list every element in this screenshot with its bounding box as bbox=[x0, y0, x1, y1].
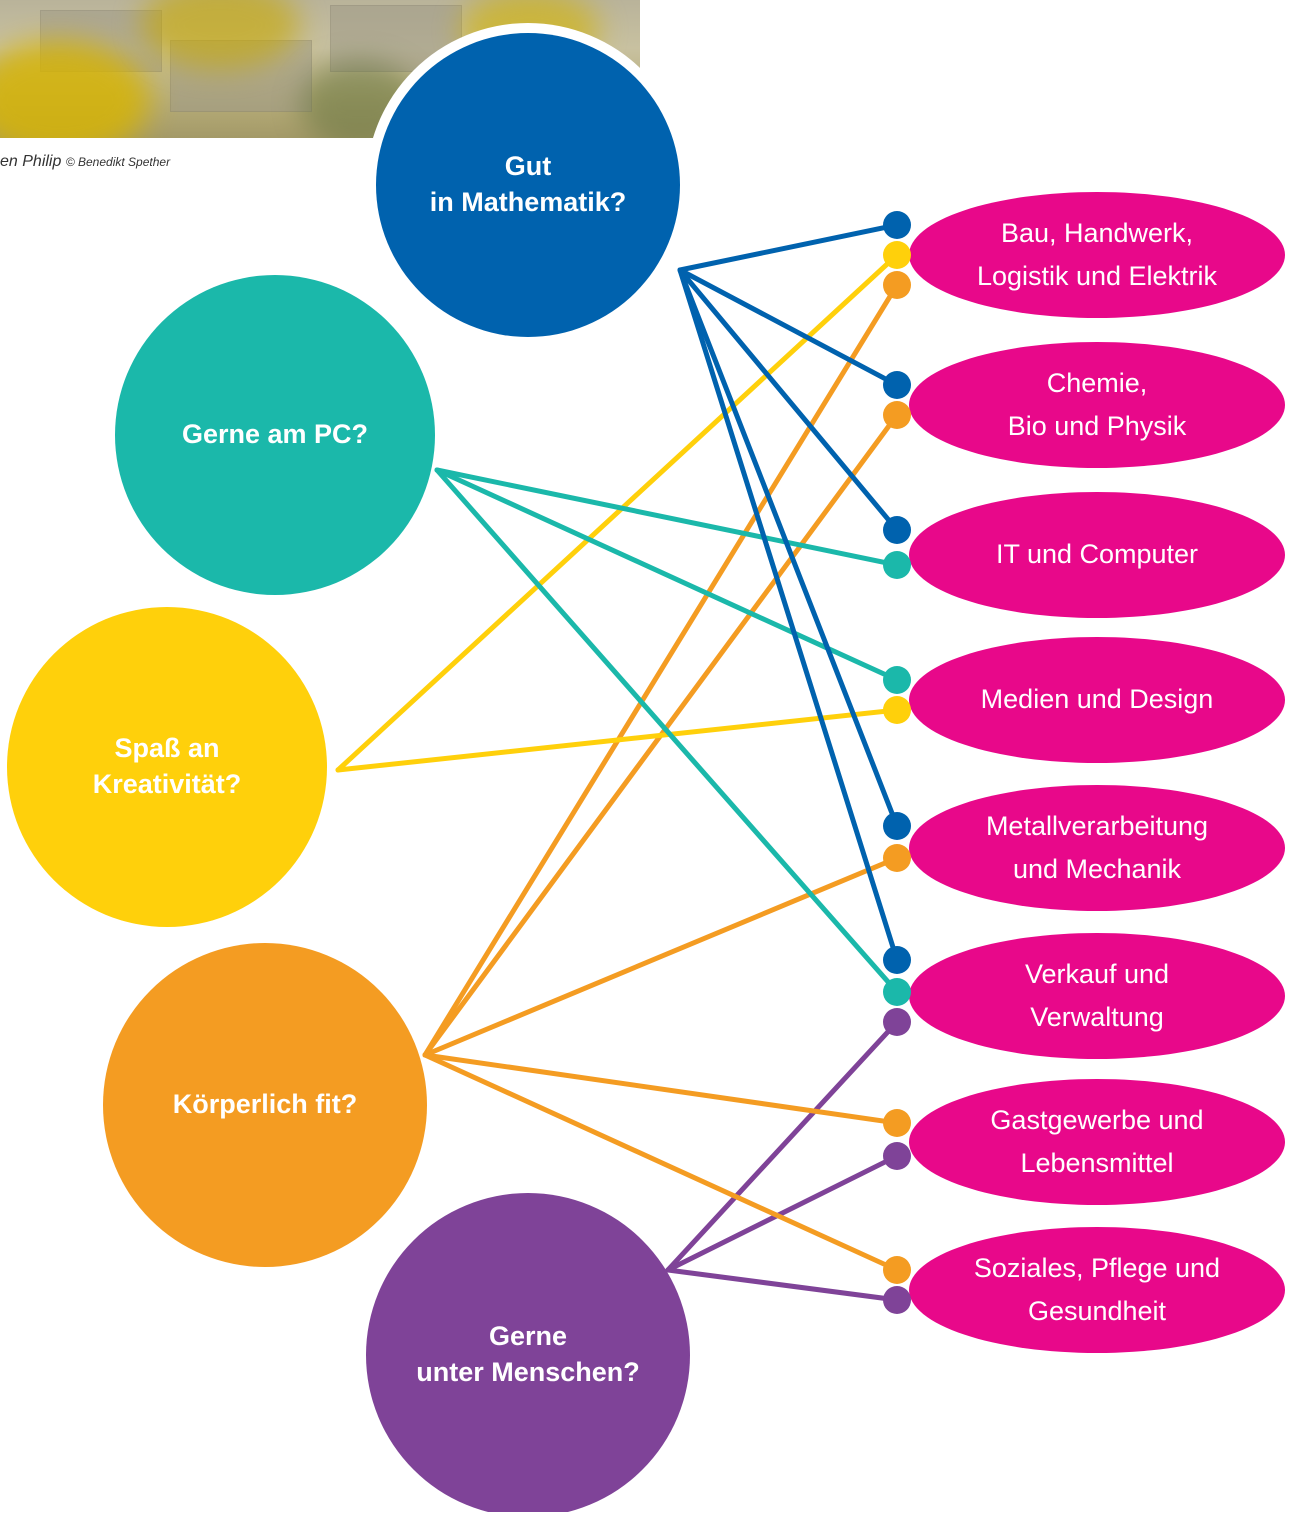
dot-math-chemie bbox=[883, 371, 911, 399]
edge-math-verkauf bbox=[677, 267, 900, 963]
edge-pc-medien bbox=[434, 467, 900, 683]
dot-math-verkauf bbox=[883, 946, 911, 974]
edge-people-gast bbox=[665, 1153, 900, 1273]
circle-pc bbox=[115, 275, 435, 595]
dot-people-gast bbox=[883, 1142, 911, 1170]
dot-creative-bau bbox=[883, 241, 911, 269]
dot-creative-medien bbox=[883, 696, 911, 724]
edge-math-it bbox=[677, 267, 900, 533]
field-medien bbox=[909, 637, 1285, 763]
dot-math-it bbox=[883, 516, 911, 544]
dot-people-verkauf bbox=[883, 1008, 911, 1036]
dot-fit-sozial bbox=[883, 1256, 911, 1284]
dot-pc-medien bbox=[883, 666, 911, 694]
edge-math-metall bbox=[677, 267, 900, 829]
interest-circles bbox=[7, 33, 690, 1512]
circle-people bbox=[366, 1193, 690, 1512]
field-bau bbox=[909, 192, 1285, 318]
edge-pc-it bbox=[434, 467, 900, 568]
edge-math-chemie bbox=[677, 267, 900, 388]
edge-fit-gast bbox=[422, 1052, 900, 1126]
field-gast bbox=[909, 1079, 1285, 1205]
photo-caption: en Philip © Benedikt Spether bbox=[0, 153, 170, 171]
connection-dots bbox=[883, 211, 911, 1314]
edge-pc-verkauf bbox=[434, 467, 900, 995]
caption-text: en Philip bbox=[0, 153, 62, 170]
dot-people-sozial bbox=[883, 1286, 911, 1314]
dot-fit-metall bbox=[883, 844, 911, 872]
dot-pc-it bbox=[883, 551, 911, 579]
edge-math-bau bbox=[677, 222, 900, 273]
field-it bbox=[909, 492, 1285, 618]
edge-people-verkauf bbox=[665, 1019, 900, 1273]
circle-math bbox=[376, 33, 680, 337]
edge-people-sozial bbox=[665, 1267, 900, 1303]
photo bbox=[0, 0, 640, 138]
edge-fit-sozial bbox=[422, 1052, 900, 1273]
field-sozial bbox=[909, 1227, 1285, 1353]
dot-fit-bau bbox=[883, 271, 911, 299]
dot-fit-chemie bbox=[883, 401, 911, 429]
edge-fit-metall bbox=[422, 855, 900, 1058]
circle-creative bbox=[7, 607, 327, 927]
field-metall bbox=[909, 785, 1285, 911]
connection-lines bbox=[335, 222, 900, 1303]
field-ellipses bbox=[909, 192, 1285, 1353]
dot-math-metall bbox=[883, 812, 911, 840]
photo-credit: © Benedikt Spether bbox=[65, 155, 171, 169]
dot-pc-verkauf bbox=[883, 978, 911, 1006]
circle-fit bbox=[103, 943, 427, 1267]
edge-creative-bau bbox=[335, 252, 900, 773]
field-chemie bbox=[909, 342, 1285, 468]
dot-math-bau bbox=[883, 211, 911, 239]
field-verkauf bbox=[909, 933, 1285, 1059]
edge-creative-medien bbox=[335, 707, 900, 773]
dot-fit-gast bbox=[883, 1109, 911, 1137]
edge-fit-bau bbox=[422, 282, 900, 1058]
